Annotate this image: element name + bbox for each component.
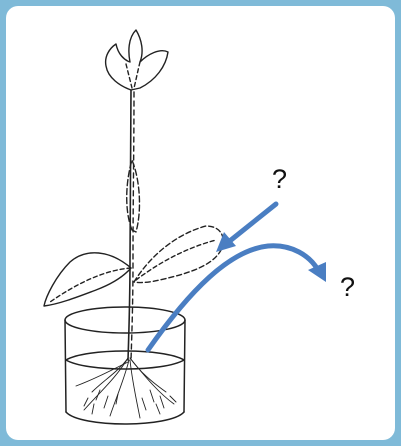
outflow-arrow (148, 246, 318, 350)
inflow-arrow (226, 204, 276, 244)
left-leaf (44, 253, 131, 306)
flower (106, 30, 168, 90)
lower-question-mark: ? (340, 274, 355, 301)
inflow-arrowhead (216, 232, 236, 252)
upper-question-mark: ? (272, 166, 287, 193)
